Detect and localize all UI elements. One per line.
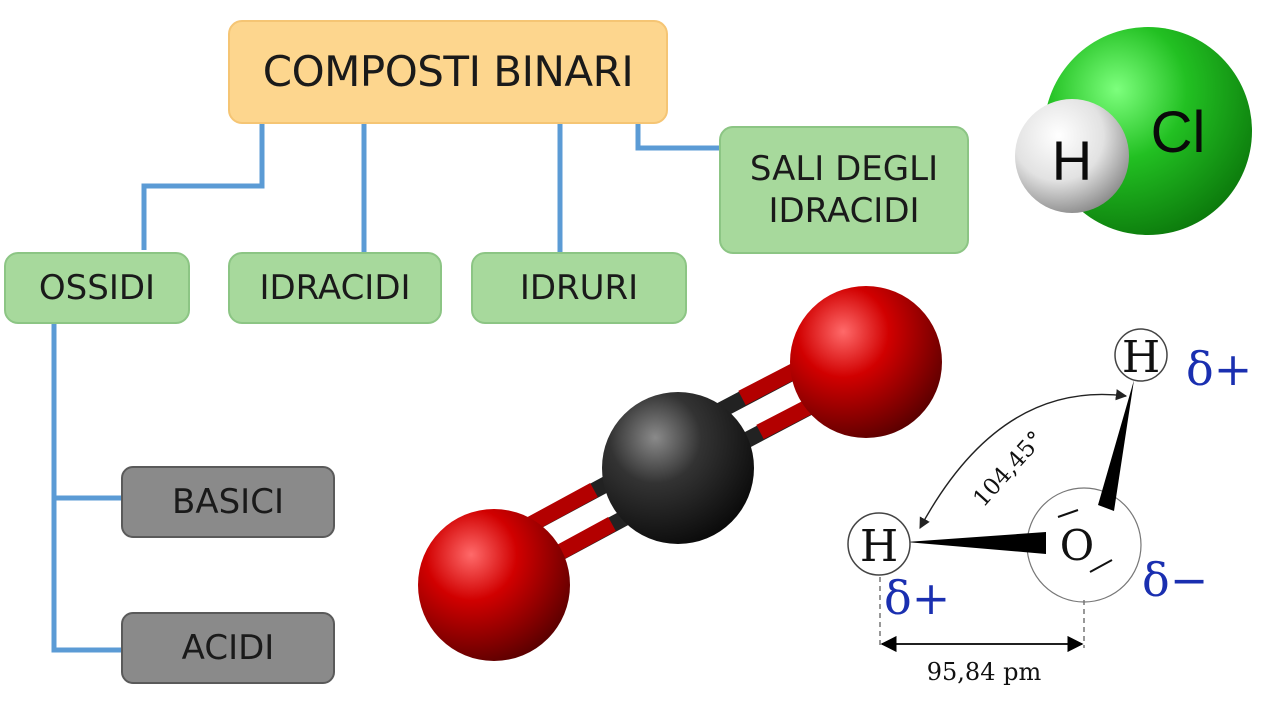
water-molecule: 95,84 pm O H H 104,45° δ+ δ+ δ− [847, 328, 1252, 686]
water-h-top-label: H [1122, 332, 1160, 383]
bond-angle-label: 104,45° [968, 426, 1049, 512]
water-h-top-circle [1114, 328, 1168, 382]
idruri-label: IDRURI [519, 267, 639, 308]
node-idruri: IDRURI [471, 252, 687, 324]
node-ossidi: OSSIDI [4, 252, 190, 324]
connector-ossidi-trunk [51, 324, 122, 653]
lone-pair-2 [1089, 559, 1113, 573]
root-label: COMPOSTI BINARI [262, 46, 634, 96]
hcl-molecule: Cl H [1015, 27, 1252, 235]
sali-label-line2: IDRACIDI [768, 191, 920, 231]
ossidi-label: OSSIDI [38, 267, 156, 308]
oxygen-atom-top [790, 286, 942, 438]
wedge-bond-top [1098, 380, 1134, 511]
wedge-bond-left [906, 532, 1046, 554]
hydrogen-atom [1015, 99, 1129, 213]
chlorine-label: Cl [1151, 100, 1206, 165]
delta-plus-top: δ+ [1186, 342, 1252, 396]
idracidi-label: IDRACIDI [259, 267, 411, 308]
oxygen-atom-bottom [418, 509, 570, 661]
delta-minus-oxygen: δ− [1142, 553, 1208, 607]
connector-root-ossidi [141, 124, 265, 250]
bond-angle-arc [919, 389, 1128, 529]
node-sali-degli-idracidi: SALI DEGLI IDRACIDI [719, 126, 969, 254]
node-acidi: ACIDI [121, 612, 335, 684]
bond-length-label: 95,84 pm [927, 658, 1042, 686]
root-node-composti-binari: COMPOSTI BINARI [228, 20, 668, 124]
water-h-left-label: H [860, 521, 898, 572]
node-idracidi: IDRACIDI [228, 252, 442, 324]
water-h-left-circle [847, 512, 911, 576]
co2-molecule [418, 286, 942, 661]
acidi-label: ACIDI [181, 627, 275, 668]
lone-pair-1 [1057, 509, 1079, 518]
sali-label-line1: SALI DEGLI [749, 148, 939, 189]
node-basici: BASICI [121, 466, 335, 538]
water-oxygen-label: O [1060, 521, 1094, 570]
hydrogen-label: H [1052, 129, 1092, 192]
delta-plus-left: δ+ [884, 571, 950, 625]
carbon-atom [602, 392, 754, 544]
connector-root-sali [635, 124, 720, 151]
basici-label: BASICI [172, 481, 284, 522]
